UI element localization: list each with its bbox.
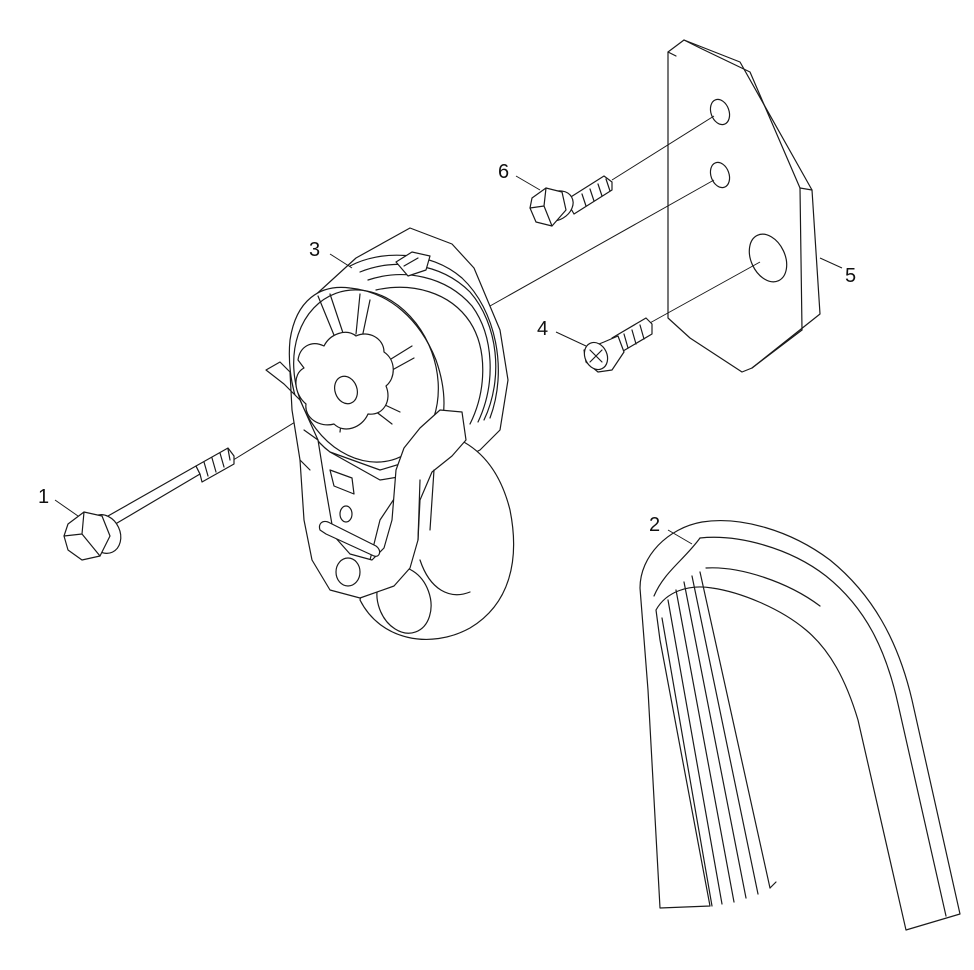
long-bolt-1 bbox=[63, 447, 235, 561]
callout-4: 4 bbox=[537, 318, 587, 347]
callout-label-1: 1 bbox=[38, 486, 49, 508]
callout-6: 6 bbox=[498, 161, 541, 191]
callout-3: 3 bbox=[309, 239, 353, 269]
callout-label-6: 6 bbox=[498, 161, 509, 183]
mounting-bracket-plate bbox=[667, 39, 821, 373]
phillips-screw-4 bbox=[583, 317, 653, 373]
flange-bolt-6 bbox=[529, 175, 613, 227]
callout-label-3: 3 bbox=[309, 239, 320, 261]
callout-label-2: 2 bbox=[649, 514, 660, 536]
callout-label-5: 5 bbox=[845, 265, 856, 287]
callout-1: 1 bbox=[38, 486, 79, 517]
ribbed-v-belt-2 bbox=[639, 520, 961, 931]
callout-5: 5 bbox=[819, 257, 856, 287]
callout-2: 2 bbox=[649, 514, 693, 545]
callout-label-4: 4 bbox=[537, 318, 548, 340]
belt-tensioner-3 bbox=[265, 227, 515, 641]
